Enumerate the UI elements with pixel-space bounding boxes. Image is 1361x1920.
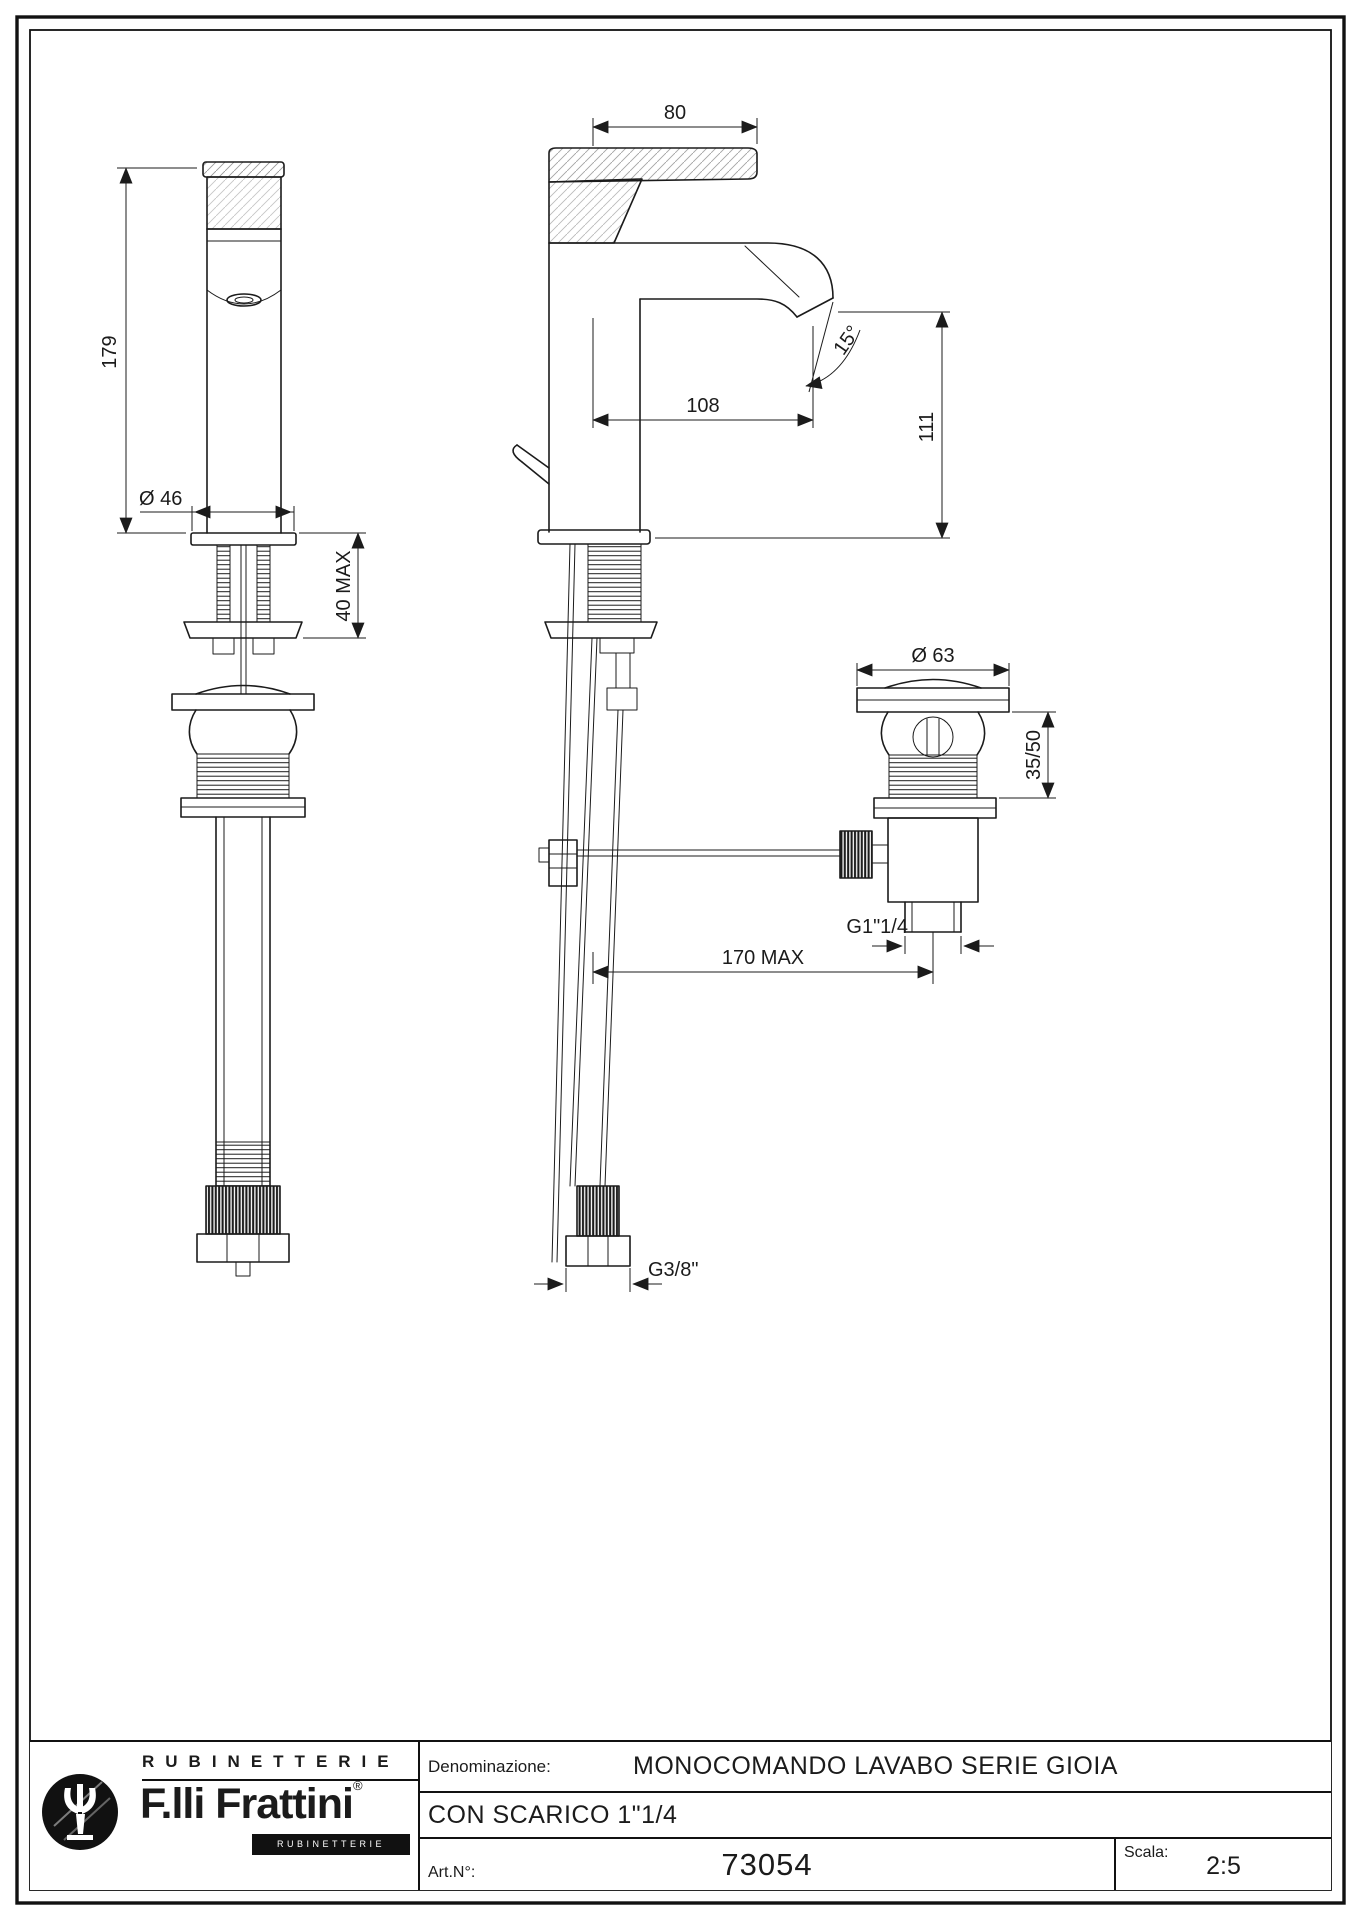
registered-mark: ® <box>352 1778 363 1793</box>
rod-clamp <box>538 839 578 887</box>
brand-name-text: F.lli Frattini <box>140 1780 354 1828</box>
spout-and-body-side <box>548 242 834 533</box>
brand-band-text: RUBINETTERIE <box>252 1834 410 1855</box>
faucet-side-view <box>512 147 841 1267</box>
dimension-base-diameter: Ø 46 <box>139 488 295 531</box>
dim-3550-label: 35/50 <box>1023 730 1045 780</box>
article-label: Art.N°: <box>428 1864 476 1881</box>
dim-111-label: 111 <box>916 412 938 442</box>
mounting-studs-front <box>183 544 303 695</box>
dim-g38-label: G3/8" <box>648 1259 698 1281</box>
article-number: 73054 <box>721 1846 813 1882</box>
dimension-total-height: 179 <box>99 167 197 534</box>
denominazione-value: MONOCOMANDO LAVABO SERIE GIOIA <box>633 1752 1118 1780</box>
title-block-fields: MONOCOMANDO LAVABO SERIE GIOIA Denominaz… <box>420 1742 1331 1890</box>
dimension-deck-thickness: 40 MAX <box>299 532 366 639</box>
dim-170max-label: 170 MAX <box>722 947 804 969</box>
drain-tailpipe <box>904 901 962 933</box>
dim-15deg-label: 15° <box>829 322 864 359</box>
drain-side-view <box>839 678 1010 933</box>
dim-40max-label: 40 MAX <box>333 550 355 621</box>
dim-63-label: Ø 63 <box>911 645 954 667</box>
dimension-drain-cap-diameter: Ø 63 <box>856 645 1010 686</box>
article-row: Art.N°: 73054 Scala: 2:5 <box>420 1839 1331 1890</box>
drain-link-rod <box>576 849 841 857</box>
dim-179-label: 179 <box>99 335 121 368</box>
hose-nuts-front <box>196 1185 290 1277</box>
dimension-spout-angle: 15° <box>805 301 865 393</box>
article-cell: Art.N°: 73054 <box>420 1839 1114 1890</box>
drain-cap <box>856 678 1010 713</box>
denominazione-label: Denominazione: <box>428 1756 551 1776</box>
dimension-spout-reach: 108 <box>592 318 814 428</box>
hose-nut-side <box>565 1185 631 1267</box>
brand-rubinetterie-text: RUBINETTERIE <box>142 1752 418 1781</box>
dim-g114-label: G1"1/4 <box>846 916 908 938</box>
handle-side <box>548 147 758 244</box>
dimension-drain-adjust: 35/50 <box>999 711 1056 799</box>
drain-front <box>171 684 315 1187</box>
scale-value: 2:5 <box>1206 1852 1241 1880</box>
body-front <box>206 228 282 534</box>
drain-body <box>873 711 997 903</box>
handle-front <box>202 161 285 230</box>
dim-46-label: Ø 46 <box>139 488 182 510</box>
scale-cell: Scala: 2:5 <box>1114 1839 1331 1890</box>
dimension-drain-thread: G1"1/4 <box>846 916 994 954</box>
dim-80-label: 80 <box>664 102 686 124</box>
scale-label: Scala: <box>1124 1844 1169 1861</box>
popup-knob-side <box>512 444 550 485</box>
drain-knob <box>839 830 889 879</box>
dimension-spout-height: 111 <box>655 311 950 539</box>
sheet-frame <box>15 15 1346 1905</box>
subtitle-row: CON SCARICO 1"1/4 <box>420 1793 1331 1839</box>
brand-wordmark: F.lli Frattini® <box>140 1778 363 1829</box>
base-and-shank-side <box>537 529 658 711</box>
dimension-handle-length: 80 <box>592 102 758 146</box>
title-block: RUBINETTERIE F.lli Frattini® RUBINETTERI… <box>30 1740 1331 1890</box>
popup-rod-and-hoses <box>551 543 624 1263</box>
base-flange-front <box>190 532 297 546</box>
denominazione-row: MONOCOMANDO LAVABO SERIE GIOIA Denominaz… <box>420 1742 1331 1793</box>
faucet-front-view <box>171 161 315 1277</box>
dimension-rod-length: 170 MAX <box>592 932 934 984</box>
brand-logo-cell: RUBINETTERIE F.lli Frattini® RUBINETTERI… <box>30 1742 420 1890</box>
frattini-logo-icon <box>42 1774 118 1850</box>
dimension-hose-thread: G3/8" <box>534 1259 698 1292</box>
dim-108-label: 108 <box>686 395 719 417</box>
